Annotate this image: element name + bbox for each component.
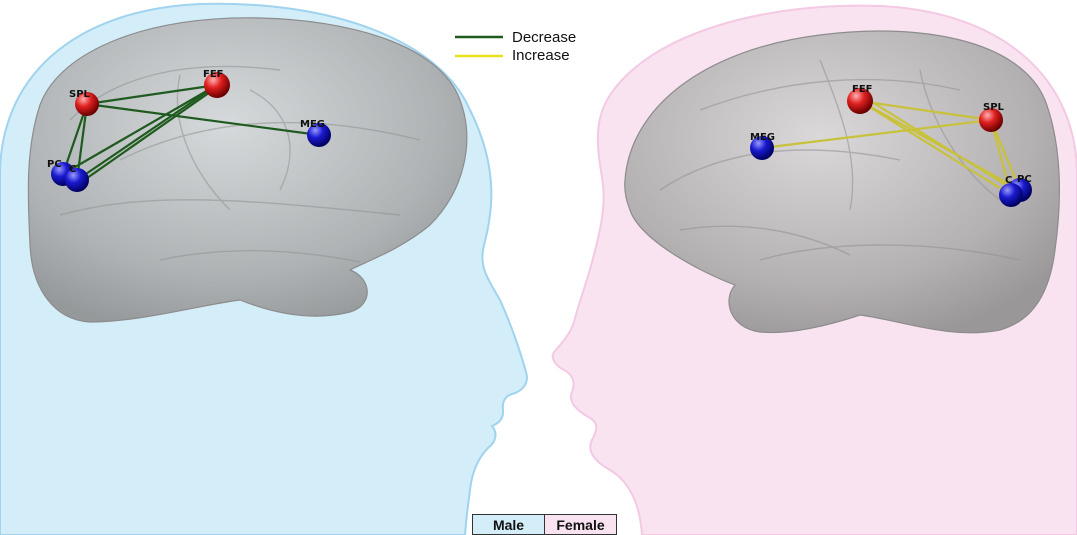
legend-label-increase: Increase	[512, 47, 570, 64]
label-spl-female: SPL	[983, 102, 1005, 113]
label-fef-male: FEF	[203, 69, 224, 80]
label-c-female: C	[1005, 175, 1012, 186]
label-meg-female: MEG	[750, 132, 775, 143]
gender-legend-female: Female	[545, 515, 616, 534]
label-spl-male: SPL	[69, 89, 91, 100]
node-c-female	[999, 183, 1023, 207]
label-c-male: C	[69, 164, 76, 175]
label-pc-female: PC	[1017, 174, 1032, 185]
legend-label-decrease: Decrease	[512, 29, 576, 46]
label-fef-female: FEF	[852, 84, 873, 95]
label-meg-male: MEG	[300, 119, 325, 130]
gender-legend: Male Female	[472, 514, 617, 535]
gender-legend-male: Male	[473, 515, 545, 534]
label-pc-male: PC	[47, 159, 62, 170]
connection-legend: Decrease Increase	[455, 29, 576, 64]
